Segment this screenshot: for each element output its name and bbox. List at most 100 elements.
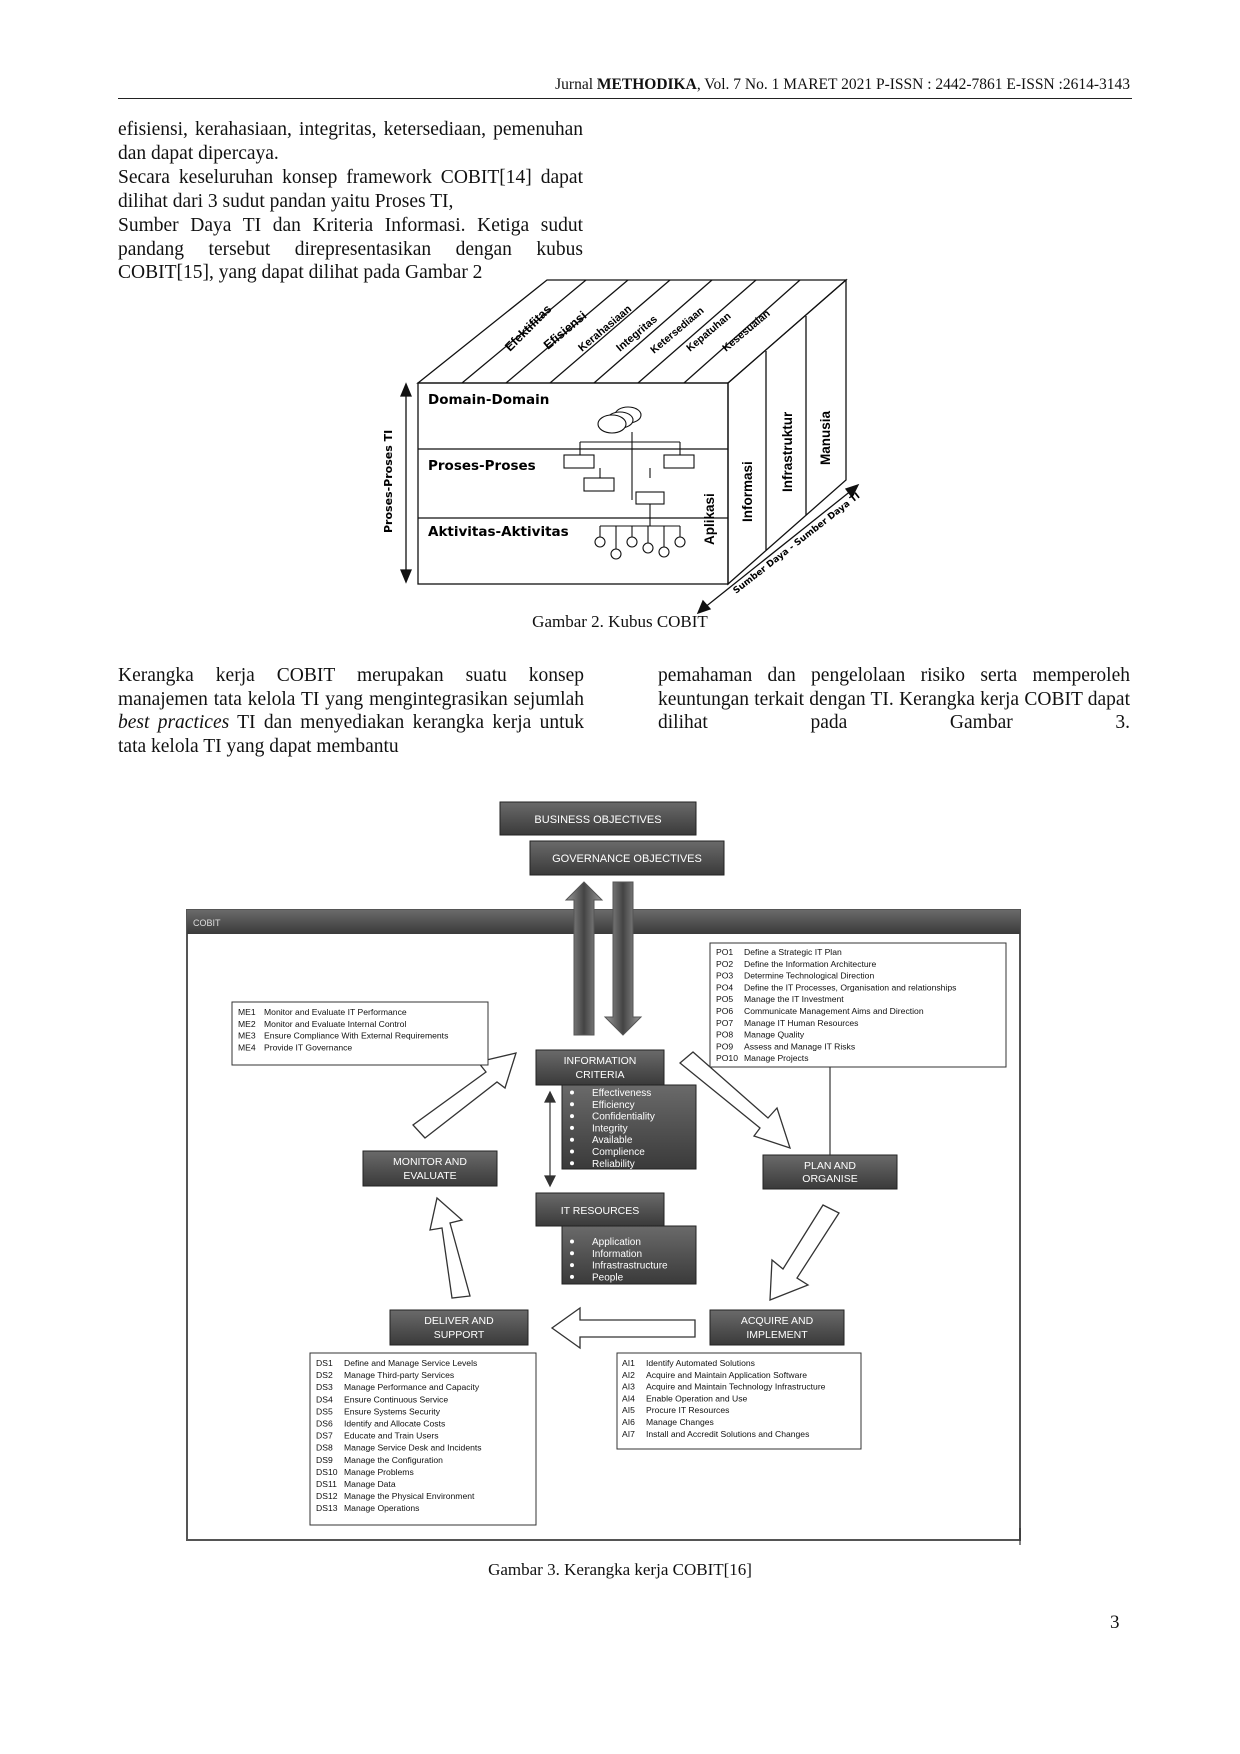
ai-list-text: Acquire and Maintain Technology Infrastr… [646, 1382, 826, 1392]
information-criteria-list [561, 1084, 697, 1170]
ds-list-box [309, 1352, 537, 1526]
ds-list-code: DS2 [316, 1370, 333, 1380]
po-list-text: Communicate Management Aims and Directio… [744, 1006, 924, 1016]
information-criteria-item: Efficiency [592, 1100, 635, 1111]
po-list-text: Assess and Manage IT Risks [744, 1041, 855, 1051]
acquire-implement-box [709, 1309, 845, 1346]
po-list-code: PO3 [716, 971, 733, 981]
me-list-text: Ensure Compliance With External Requirem… [264, 1031, 448, 1041]
ds-list-text: Manage Data [344, 1479, 396, 1489]
monitor-evaluate-label: MONITOR AND [393, 1156, 467, 1168]
it-resources-bullet [570, 1239, 574, 1244]
ai-list-code: AI2 [622, 1370, 635, 1380]
cobit-frame-label: COBIT [193, 918, 221, 928]
information-criteria-bullet [570, 1102, 574, 1107]
po-list-text: Manage IT Human Resources [744, 1018, 858, 1028]
acquire-implement-label: ACQUIRE AND [741, 1315, 814, 1327]
ds-list-code: DS8 [316, 1443, 333, 1453]
cube-right-face [727, 278, 847, 586]
information-criteria-item: Complience [592, 1147, 645, 1158]
ai-list-text: Enable Operation and Use [646, 1393, 748, 1403]
ai-list-code: AI4 [622, 1393, 635, 1403]
po-list-code: PO6 [716, 1006, 733, 1016]
figure3-caption: Gambar 3. Kerangka kerja COBIT[16] [488, 1560, 752, 1579]
paragraph-1: efisiensi, kerahasiaan, integritas, kete… [118, 119, 583, 164]
arrow-ic-to-po [678, 1051, 792, 1150]
information-criteria-item: Available [592, 1135, 633, 1146]
ds-list-text: Manage the Physical Environment [344, 1491, 475, 1501]
po-list-code: PO5 [716, 994, 733, 1004]
ds-list-code: DS6 [316, 1419, 333, 1429]
information-criteria-item: Reliability [592, 1159, 635, 1170]
ai-list-text: Acquire and Maintain Application Softwar… [646, 1370, 807, 1380]
po-list-code: PO2 [716, 959, 733, 969]
ai-list-box [616, 1352, 862, 1450]
ai-list-code: AI3 [622, 1382, 635, 1392]
ds-list-code: DS7 [316, 1431, 333, 1441]
cobit-cube-figure: Domain-Domain Proses-Proses Aktivitas-Ak… [382, 278, 862, 615]
figure2-caption: Gambar 2. Kubus COBIT [532, 612, 708, 631]
po-list-box [709, 942, 1007, 1068]
ds-list-code: DS5 [316, 1406, 333, 1416]
ds-list-text: Manage Performance and Capacity [344, 1382, 480, 1392]
deliver-support-label: SUPPORT [434, 1329, 485, 1341]
me-list-code: ME4 [238, 1042, 256, 1052]
information-criteria-bullet [570, 1114, 574, 1119]
down-arrow [603, 881, 643, 1036]
cobit-framework-figure: BUSINESS OBJECTIVES GOVERNANCE OBJECTIVE… [186, 801, 1021, 1545]
me-list-code: ME2 [238, 1019, 256, 1029]
ds-list-text: Manage Operations [344, 1503, 419, 1513]
me-list-text: Provide IT Governance [264, 1042, 352, 1052]
information-criteria-title: INFORMATION [564, 1055, 637, 1067]
ai-list-code: AI7 [622, 1429, 635, 1439]
ai-list-text: Install and Accredit Solutions and Chang… [646, 1429, 809, 1439]
cube-front-face [417, 382, 729, 585]
left-axis-label: Proses-Proses TI [382, 430, 395, 533]
criteria-resources-arrow [544, 1090, 556, 1188]
ds-list-text: Manage the Configuration [344, 1455, 443, 1465]
po-list-text: Manage Quality [744, 1030, 805, 1040]
up-arrow [564, 881, 604, 1036]
information-criteria-item: Confidentiality [592, 1112, 655, 1123]
ds-list-code: DS12 [316, 1491, 338, 1501]
bottom-axis-arrow [696, 483, 860, 615]
deliver-support-box [389, 1309, 529, 1346]
ds-list-text: Manage Problems [344, 1467, 414, 1477]
information-criteria-bullet [570, 1149, 574, 1154]
po-list-code: PO9 [716, 1041, 733, 1051]
ds-list-text: Ensure Systems Security [344, 1406, 441, 1416]
ds-list-code: DS9 [316, 1455, 333, 1465]
resource-label: Aplikasi [702, 493, 717, 545]
header-suffix: , Vol. 7 No. 1 MARET 2021 P-ISSN : 2442-… [696, 76, 1130, 93]
ds-list-code: DS13 [316, 1503, 338, 1513]
arrow-ai-to-ds [550, 1306, 696, 1350]
ds-list-code: DS3 [316, 1382, 333, 1392]
me-list-code: ME3 [238, 1031, 256, 1041]
me-list-text: Monitor and Evaluate Internal Control [264, 1019, 406, 1029]
ds-list-text: Identify and Allocate Costs [344, 1419, 445, 1429]
ai-list-text: Identify Automated Solutions [646, 1358, 755, 1368]
ds-list-code: DS11 [316, 1479, 337, 1489]
ds-list-text: Ensure Continuous Service [344, 1394, 448, 1404]
po-list-text: Define the IT Processes, Organisation an… [744, 982, 956, 992]
it-resources-bullet [570, 1263, 574, 1268]
it-resources-item: Information [592, 1249, 642, 1260]
it-resources-bullet [570, 1251, 574, 1256]
emphasis-best-practices: best practices [118, 712, 230, 733]
cobit-frame-header [187, 910, 1020, 934]
it-resources-box [535, 1192, 665, 1227]
plan-organise-label: PLAN AND [804, 1160, 856, 1172]
information-criteria-title: CRITERIA [575, 1069, 624, 1081]
po-list-text: Determine Technological Direction [744, 971, 874, 981]
paragraph-2a: Secara keseluruhan konsep framework COBI… [118, 167, 583, 212]
po-list-text: Manage the IT Investment [744, 994, 844, 1004]
row-label-domain: Domain-Domain [428, 392, 549, 408]
governance-objectives-box [529, 840, 725, 876]
arrow-me-to-ic [412, 1052, 517, 1139]
ds-list-text: Manage Service Desk and Incidents [344, 1443, 482, 1453]
ai-list-text: Procure IT Resources [646, 1405, 729, 1415]
arrow-ds-to-me [429, 1196, 471, 1299]
me-list-box [231, 1001, 489, 1066]
ds-list-text: Educate and Train Users [344, 1431, 439, 1441]
me-list-code: ME1 [238, 1007, 256, 1017]
